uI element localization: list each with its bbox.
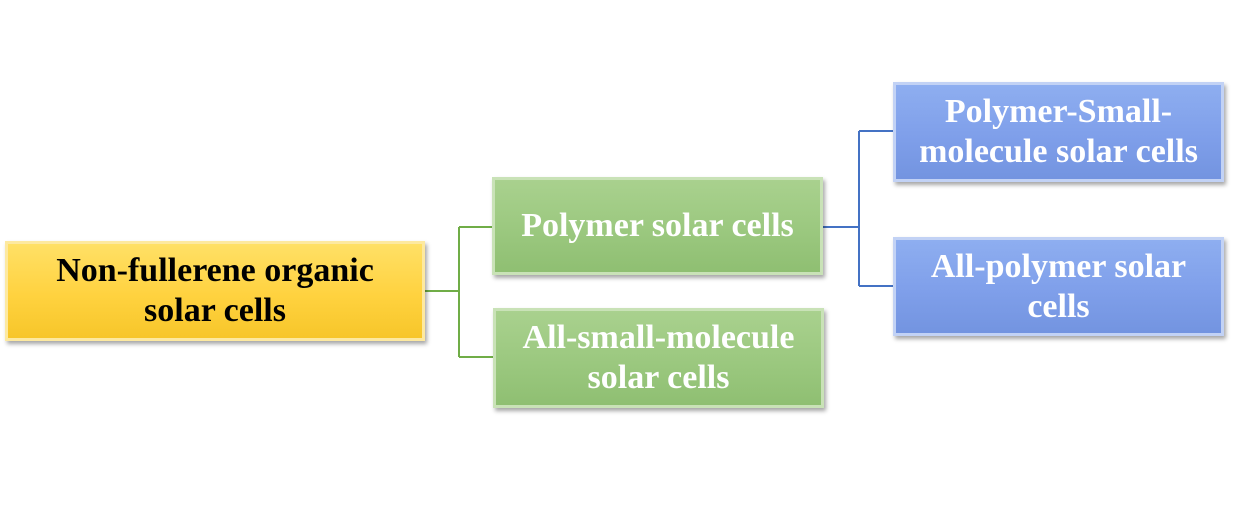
connector-polymer-to-children [823,130,893,287]
node-label: All-polymer solar cells [930,247,1187,325]
node-polymer-small-molecule-solar-cells: Polymer-Small-molecule solar cells [893,82,1224,182]
node-all-polymer-solar-cells: All-polymer solar cells [893,237,1224,336]
node-polymer-solar-cells: Polymer solar cells [492,177,823,275]
node-label: Polymer-Small-molecule solar cells [919,93,1198,170]
node-non-fullerene-organic-solar-cells: Non-fullerene organic solar cells [5,241,425,341]
node-label: All-small-molecule solar cells [522,319,795,396]
node-all-small-molecule-solar-cells: All-small-molecule solar cells [493,308,824,408]
connector-root-to-children [425,226,493,358]
node-label: Polymer solar cells [521,207,794,244]
node-label: Non-fullerene organic solar cells [56,252,374,329]
